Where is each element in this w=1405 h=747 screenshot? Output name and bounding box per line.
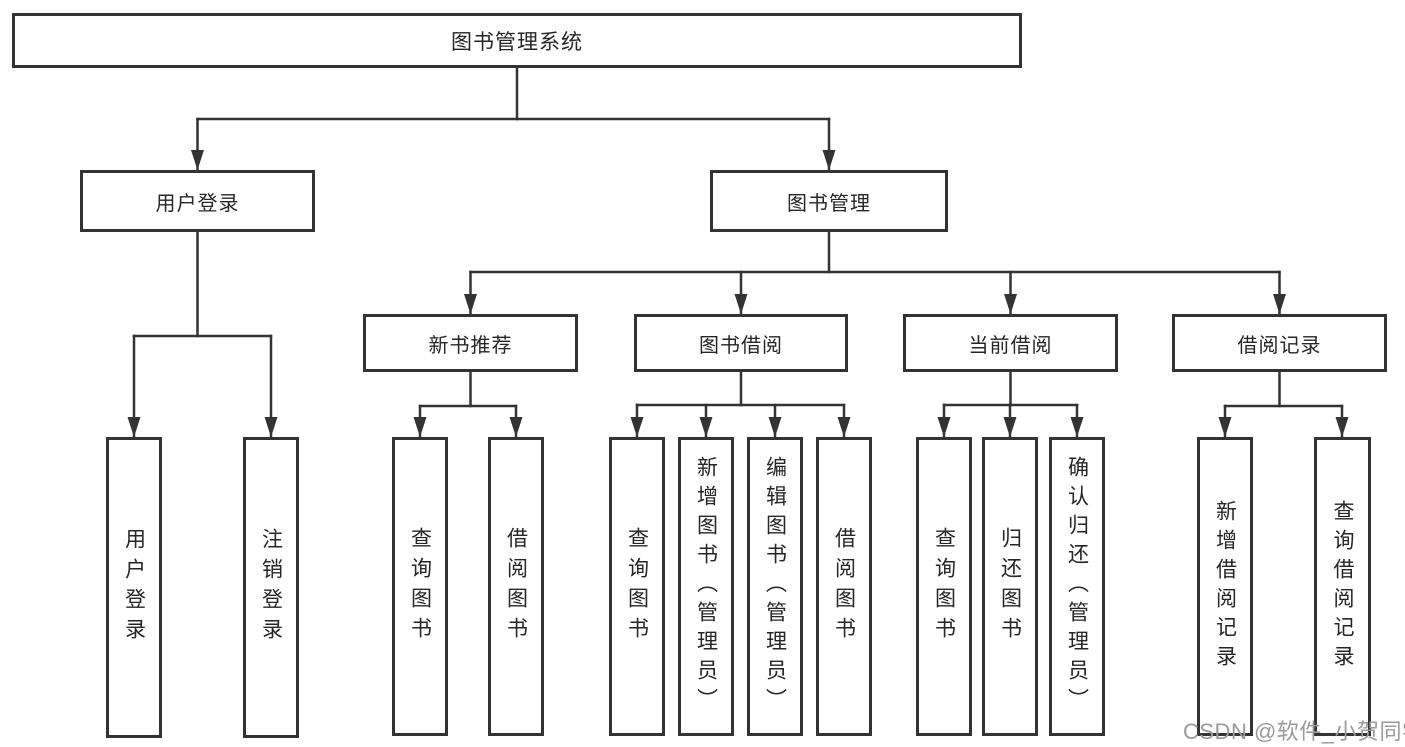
node-label: 用户登录 — [155, 192, 240, 215]
node-book-borrow: 图书借阅 — [634, 314, 848, 372]
leaf-borrow-book-2: 借阅图书 — [816, 437, 872, 736]
node-label: 借阅图书 — [832, 526, 856, 647]
node-label: 编辑图书（管理员） — [763, 456, 787, 717]
node-label: 用户登录 — [122, 527, 146, 648]
leaf-return-book: 归还图书 — [982, 437, 1038, 736]
csdn-watermark: CSDN @软件_小贺同学 — [1183, 719, 1405, 744]
node-label: 新书推荐 — [428, 334, 513, 357]
leaf-query-book-3: 查询图书 — [916, 437, 972, 736]
node-label: 确认归还（管理员） — [1065, 456, 1089, 717]
node-label: 归还图书 — [998, 526, 1022, 647]
leaf-edit-book-admin: 编辑图书（管理员） — [747, 437, 803, 736]
node-label: 新增借阅记录 — [1213, 499, 1237, 674]
node-borrow-record: 借阅记录 — [1172, 314, 1387, 372]
node-label: 图书管理系统 — [451, 30, 583, 54]
leaf-query-book-2: 查询图书 — [609, 437, 665, 736]
node-book-management: 图书管理 — [710, 170, 948, 232]
node-library-management-system: 图书管理系统 — [12, 13, 1022, 68]
leaf-add-book-admin: 新增图书（管理员） — [678, 437, 734, 736]
leaf-logout: 注销登录 — [243, 437, 299, 738]
node-label: 查询图书 — [932, 526, 956, 647]
leaf-user-login: 用户登录 — [106, 437, 162, 738]
leaf-query-book-1: 查询图书 — [392, 437, 448, 736]
node-new-book-recommend: 新书推荐 — [363, 314, 578, 372]
node-label: 注销登录 — [259, 527, 283, 648]
leaf-borrow-book-1: 借阅图书 — [488, 437, 544, 736]
node-label: 查询图书 — [408, 526, 432, 647]
leaf-confirm-return-admin: 确认归还（管理员） — [1049, 437, 1105, 736]
node-label: 借阅图书 — [504, 526, 528, 647]
node-user-login: 用户登录 — [80, 170, 315, 232]
node-label: 图书借阅 — [699, 334, 783, 357]
node-label: 查询借阅记录 — [1331, 499, 1355, 674]
node-label: 当前借阅 — [968, 334, 1053, 357]
leaf-query-borrow-record: 查询借阅记录 — [1314, 437, 1371, 736]
node-label: 新增图书（管理员） — [694, 456, 718, 717]
node-label: 查询图书 — [625, 526, 649, 647]
node-current-borrow: 当前借阅 — [903, 314, 1118, 372]
node-label: 图书管理 — [787, 192, 871, 215]
node-label: 借阅记录 — [1237, 334, 1322, 357]
leaf-add-borrow-record: 新增借阅记录 — [1197, 437, 1253, 736]
